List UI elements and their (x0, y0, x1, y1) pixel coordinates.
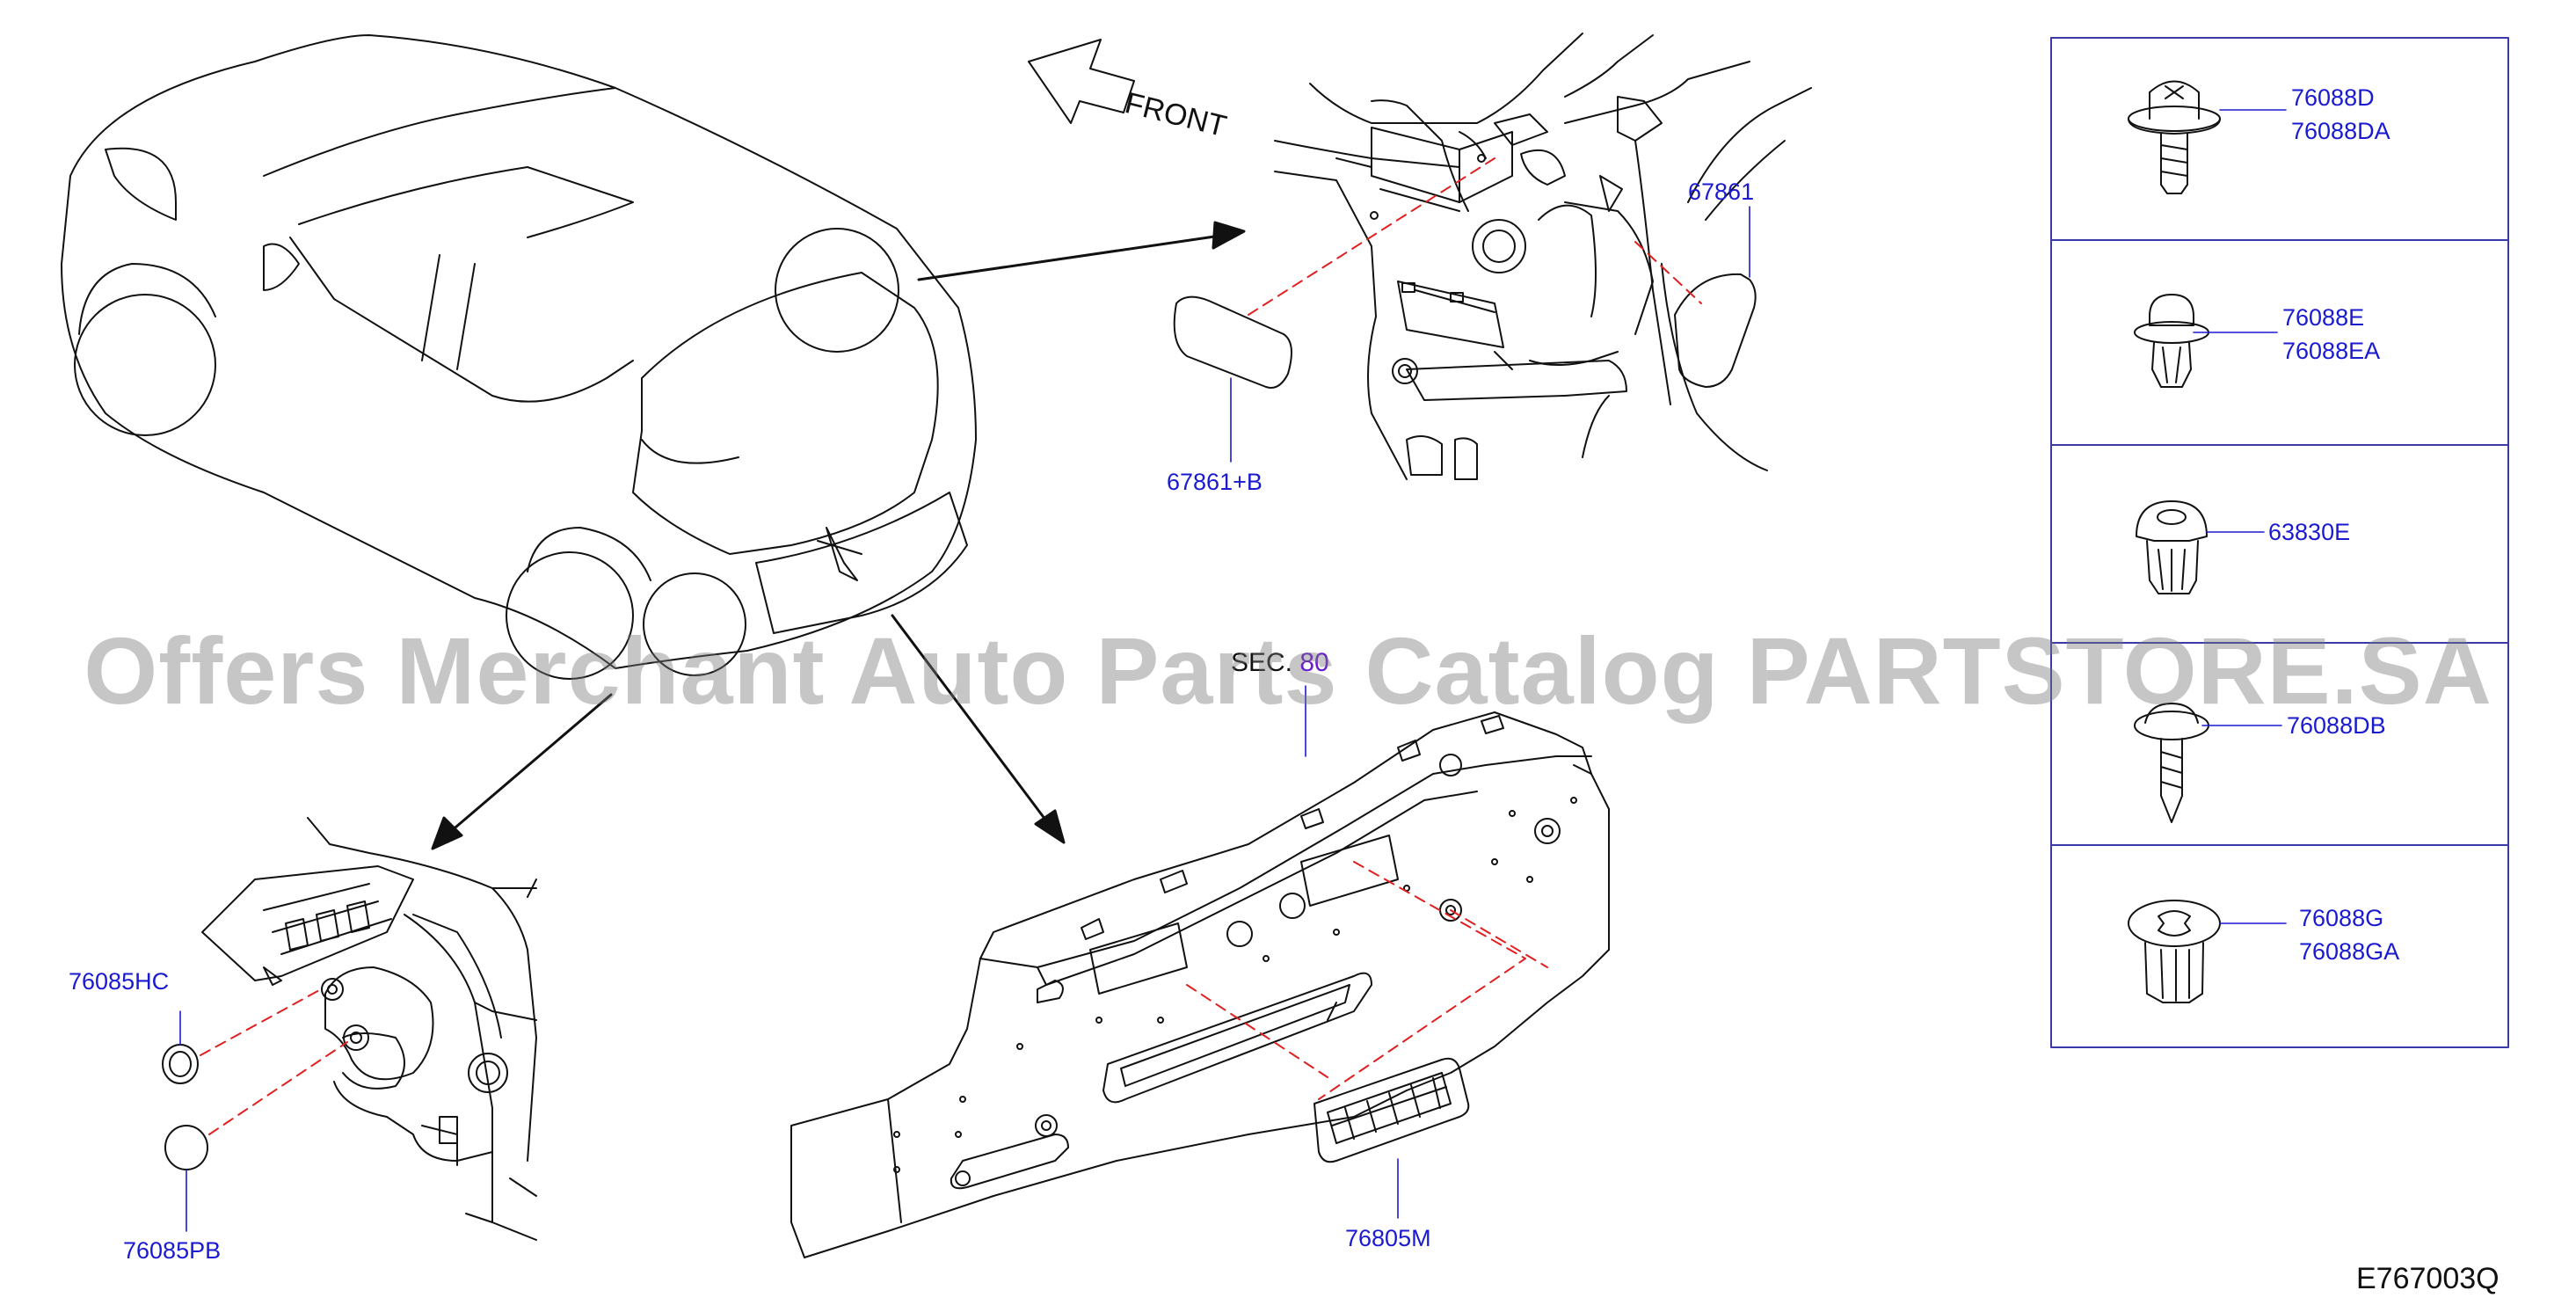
rear-quarter-inner-detail (1274, 33, 1812, 480)
legend-line: 76088EA (2282, 338, 2381, 364)
legend-line: 76088E (2282, 304, 2365, 331)
callout-76085hc: 76085HC (69, 968, 170, 995)
vehicle-illustration (61, 34, 977, 680)
clip-76088e-icon (2134, 294, 2209, 388)
front-arrow-icon (1028, 39, 1135, 124)
seal-pad-67861b (1173, 295, 1292, 389)
legend-line: 63830E (2268, 519, 2351, 545)
legend-label-76088db: 76088DB (2287, 709, 2386, 742)
plug-76085pb (164, 1125, 208, 1170)
drawing-code: E767003Q (2356, 1262, 2500, 1295)
clip-76088g-icon (2128, 900, 2221, 1003)
detail-arrows (431, 221, 1246, 850)
rear-panel-detail (790, 711, 1610, 1258)
legend-label-63830e: 63830E (2268, 515, 2350, 549)
legend-line: 76088GA (2299, 938, 2400, 965)
seal-pad-67861 (1674, 273, 1757, 388)
screw-76088db-icon (2134, 703, 2209, 823)
legend-line: 76088G (2299, 905, 2384, 931)
bolt-76088d-icon (2128, 80, 2221, 194)
leader-lines-upper (1248, 157, 1702, 316)
grommet-76085hc (162, 1044, 199, 1084)
legend-label-76088e: 76088E 76088EA (2282, 301, 2380, 368)
fastener-legend (2050, 37, 2509, 1048)
wheelhouse-detail (201, 817, 537, 1241)
callout-67861: 67861 (1688, 179, 1755, 205)
callout-lines-left (179, 1010, 187, 1232)
grommet-76085hc-inner (169, 1051, 192, 1077)
legend-line: 76088DB (2287, 712, 2386, 739)
legend-label-76088d: 76088D 76088DA (2291, 81, 2390, 148)
leader-lines-left (200, 988, 348, 1135)
callout-76085pb: 76085PB (123, 1237, 222, 1264)
section-prefix: SEC. (1231, 648, 1293, 677)
callout-lines-upper (1230, 206, 1750, 463)
leader-lines-center (1186, 861, 1548, 1100)
legend-callout-lines (2193, 109, 2287, 924)
legend-line: 76088D (2291, 84, 2375, 111)
legend-line: 76088DA (2291, 118, 2390, 144)
callout-67861b: 67861+B (1167, 469, 1263, 495)
legend-label-76088g: 76088G 76088GA (2299, 901, 2399, 968)
section-number: 80 (1299, 648, 1329, 677)
callout-76805m: 76805M (1345, 1225, 1431, 1251)
callout-lines-center (1305, 685, 1399, 1219)
section-reference: SEC. 80 (1231, 648, 1329, 678)
vent-76805m (1313, 1057, 1470, 1163)
grommet-63830e-icon (2136, 500, 2208, 594)
